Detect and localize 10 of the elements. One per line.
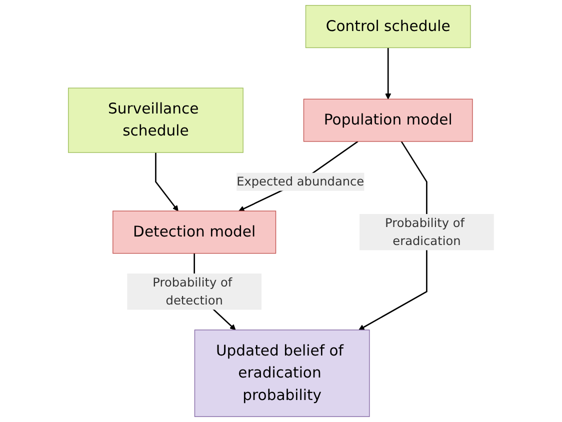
node-box: Detection model	[112, 210, 276, 254]
node-box: Updated belief of eradication probability	[194, 330, 370, 417]
node-box: Population model	[303, 98, 473, 142]
edge-label: Expected abundance	[236, 174, 364, 189]
node-box: Control schedule	[305, 5, 471, 48]
edge-label: Probability of eradication	[384, 216, 464, 248]
node-box: Surveillance schedule	[68, 88, 244, 153]
arrow	[154, 152, 178, 212]
arrow	[385, 48, 391, 100]
edge-label: Probability of detection	[152, 276, 232, 308]
